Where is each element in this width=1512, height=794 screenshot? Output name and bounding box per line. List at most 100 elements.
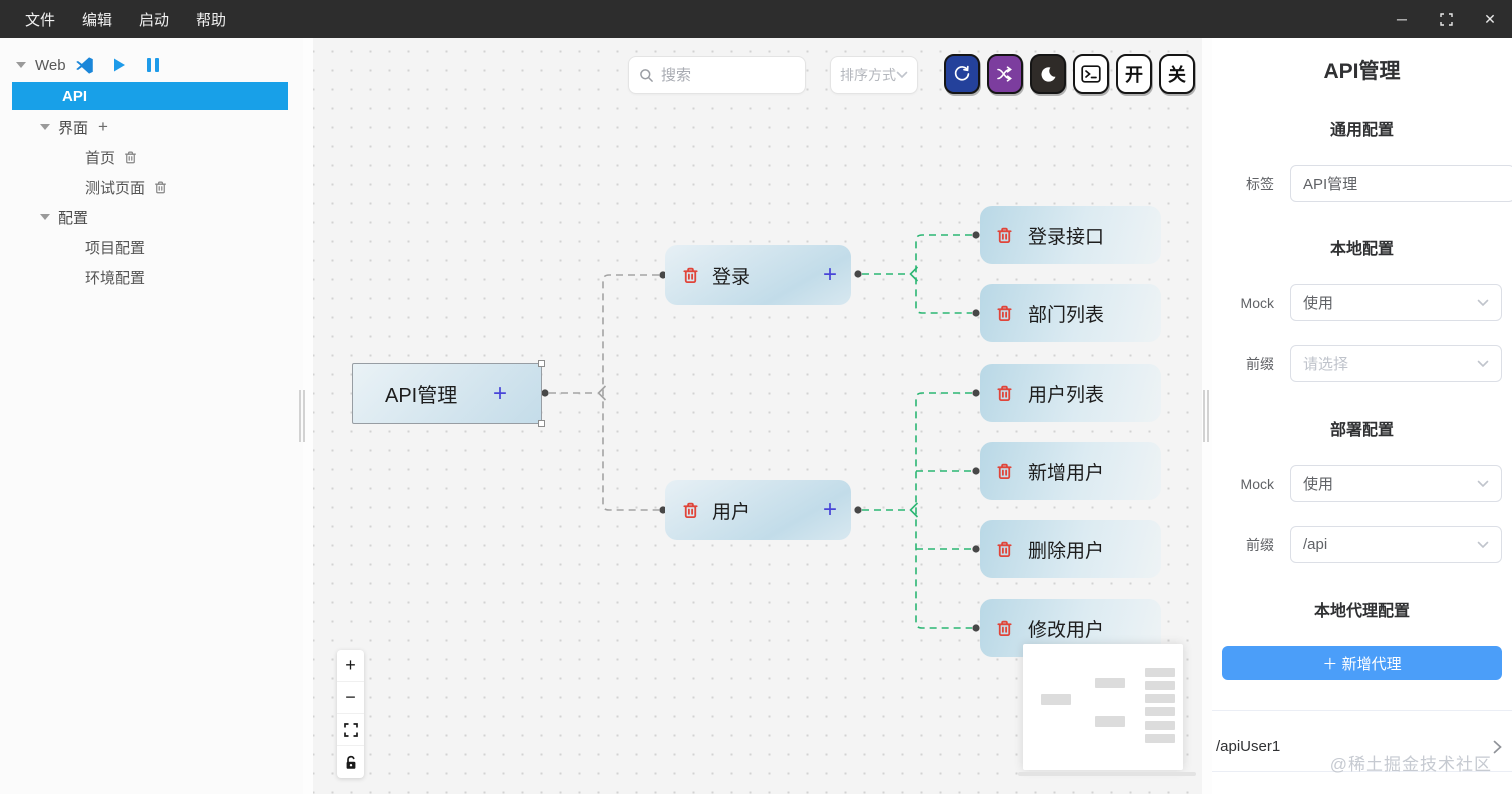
deploy-mock-select[interactable]: 使用 xyxy=(1290,465,1502,502)
proxy-item-label: /apiUser1 xyxy=(1216,738,1281,755)
maximize-icon xyxy=(1439,12,1453,26)
prefix-label: 前缀 xyxy=(1246,536,1274,553)
local-mock-value: 使用 xyxy=(1303,295,1334,312)
menu-file[interactable]: 文件 xyxy=(25,11,56,29)
node-label: 删除用户 xyxy=(1028,540,1105,562)
trash-icon[interactable] xyxy=(995,462,1014,481)
open-button[interactable]: 开 xyxy=(1116,54,1152,94)
sidebar-item-home[interactable]: 首页 xyxy=(0,142,303,172)
collapse-arrow-login[interactable] xyxy=(909,266,919,282)
local-mock-select[interactable]: 使用 xyxy=(1290,284,1502,321)
caret-down-icon[interactable] xyxy=(40,124,50,130)
trash-icon[interactable] xyxy=(681,266,700,285)
shuffle-button[interactable] xyxy=(987,54,1023,94)
sidebar-item-testpage-label: 测试页面 xyxy=(85,179,146,197)
sidebar: Web API 界面 + 首页 xyxy=(0,38,303,794)
menu-edit[interactable]: 编辑 xyxy=(82,11,113,29)
sidebar-item-api[interactable]: API xyxy=(12,82,288,110)
resize-handle-se[interactable] xyxy=(538,420,545,427)
sidebar-group-ui[interactable]: 界面 + xyxy=(0,112,303,142)
terminal-icon xyxy=(1081,65,1101,83)
chevron-down-icon xyxy=(896,71,908,79)
deploy-prefix-select[interactable]: /api xyxy=(1290,526,1502,563)
trash-icon[interactable] xyxy=(123,150,138,165)
lock-button[interactable] xyxy=(337,746,364,778)
fit-view-button[interactable] xyxy=(337,714,364,746)
proxy-item-apiuser1[interactable]: /apiUser1 xyxy=(1212,722,1512,772)
sidebar-item-testpage[interactable]: 测试页面 xyxy=(0,172,303,202)
trash-icon[interactable] xyxy=(995,304,1014,323)
add-child-icon[interactable]: + xyxy=(492,379,507,407)
watermark: @稀土掘金技术社区 xyxy=(1329,755,1492,774)
sidebar-item-env-config[interactable]: 环境配置 xyxy=(0,262,303,292)
zoom-out-button[interactable]: − xyxy=(337,682,364,714)
prefix-label: 前缀 xyxy=(1246,355,1274,372)
caret-down-icon[interactable] xyxy=(16,62,26,68)
minimap[interactable] xyxy=(1023,644,1183,770)
sidebar-item-project-config[interactable]: 项目配置 xyxy=(0,232,303,262)
close-all-button[interactable]: 关 xyxy=(1159,54,1195,94)
maximize-button[interactable] xyxy=(1424,0,1468,38)
refresh-button[interactable] xyxy=(944,54,980,94)
pause-icon[interactable] xyxy=(146,57,160,73)
flow-canvas[interactable]: 排序方式 开 关 xyxy=(303,38,1212,794)
local-prefix-select[interactable]: 请选择 xyxy=(1290,345,1502,382)
sidebar-group-config-label: 配置 xyxy=(58,209,89,227)
deploy-mock-value: 使用 xyxy=(1303,476,1334,493)
minimap-node xyxy=(1145,707,1175,716)
collapse-arrow-user[interactable] xyxy=(909,502,919,518)
sidebar-item-api-label: API xyxy=(62,87,88,105)
minimize-button[interactable]: ─ xyxy=(1397,11,1407,27)
add-proxy-button[interactable]: ＋ 新增代理 xyxy=(1222,646,1502,680)
resize-handle-ne[interactable] xyxy=(538,360,545,367)
zoom-in-button[interactable]: + xyxy=(337,650,364,682)
node-login-api[interactable]: 登录接口 xyxy=(980,206,1161,264)
add-child-icon[interactable]: + xyxy=(822,496,837,523)
node-user[interactable]: 用户 + xyxy=(665,480,851,540)
label-field-label: 标签 xyxy=(1246,175,1274,192)
horizontal-scrollbar[interactable] xyxy=(1018,772,1196,776)
local-prefix-placeholder: 请选择 xyxy=(1303,356,1349,373)
sidebar-item-home-label: 首页 xyxy=(85,149,116,167)
trash-icon[interactable] xyxy=(681,501,700,520)
node-user-list[interactable]: 用户列表 xyxy=(980,364,1161,422)
vscode-icon[interactable] xyxy=(75,56,94,75)
label-input[interactable] xyxy=(1290,165,1512,202)
search-icon xyxy=(640,68,653,82)
node-login[interactable]: 登录 + xyxy=(665,245,851,305)
terminal-button[interactable] xyxy=(1073,54,1109,94)
moon-icon xyxy=(1041,66,1055,82)
collapse-arrow-root[interactable] xyxy=(597,385,607,401)
minimap-node xyxy=(1095,716,1125,727)
sidebar-group-config[interactable]: 配置 xyxy=(0,202,303,232)
divider xyxy=(1212,710,1512,711)
caret-down-icon[interactable] xyxy=(40,214,50,220)
sidebar-project-web[interactable]: Web xyxy=(0,50,303,80)
node-add-user[interactable]: 新增用户 xyxy=(980,442,1161,500)
menubar: 文件 编辑 启动 帮助 xyxy=(0,9,226,30)
node-api-root[interactable]: API管理 + xyxy=(352,360,545,427)
dark-mode-button[interactable] xyxy=(1030,54,1066,94)
node-label: 登录接口 xyxy=(1028,226,1105,248)
close-button[interactable]: ✕ xyxy=(1484,10,1496,27)
node-delete-user[interactable]: 删除用户 xyxy=(980,520,1161,578)
menu-run[interactable]: 启动 xyxy=(139,11,170,29)
node-label: 新增用户 xyxy=(1028,462,1105,484)
menu-help[interactable]: 帮助 xyxy=(196,11,227,29)
trash-icon[interactable] xyxy=(995,384,1014,403)
trash-icon[interactable] xyxy=(995,619,1014,638)
sidebar-resize-handle[interactable] xyxy=(299,390,305,442)
node-dept-list[interactable]: 部门列表 xyxy=(980,284,1161,342)
section-local-proxy-config: 本地代理配置 xyxy=(1313,603,1410,620)
trash-icon[interactable] xyxy=(995,540,1014,559)
add-child-icon[interactable]: + xyxy=(822,261,837,288)
sort-select[interactable]: 排序方式 xyxy=(830,56,918,94)
minimap-node xyxy=(1145,721,1175,730)
panel-resize-handle[interactable] xyxy=(1203,390,1209,442)
play-icon[interactable] xyxy=(111,57,127,73)
add-page-icon[interactable]: + xyxy=(98,117,108,136)
search-input[interactable] xyxy=(661,66,795,84)
trash-icon[interactable] xyxy=(995,226,1014,245)
trash-icon[interactable] xyxy=(153,180,168,195)
node-label: 部门列表 xyxy=(1028,304,1105,326)
